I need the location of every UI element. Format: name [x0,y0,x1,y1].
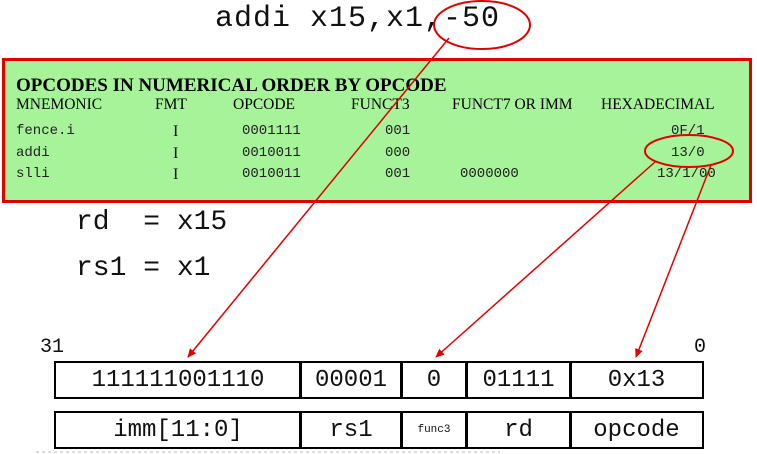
table-title: OPCODES IN NUMERICAL ORDER BY OPCODE [16,75,447,96]
header-opcode: OPCODE [233,96,296,113]
table-cell-opcode: 0010011 [242,145,301,161]
table-cell-opcode: 0001111 [242,123,301,139]
rd-value-field: 01111 [465,361,572,399]
table-cell-funct3: 001 [385,123,411,139]
header-mnemonic: MNEMONIC [16,96,103,113]
rd-assignment: rd = x15 [76,207,228,238]
table-cell-hex: 13/0 [671,145,705,161]
hex-highlight-ellipse [644,134,734,168]
table-cell-funct3: 001 [385,166,411,182]
header-fmt: FMT [155,96,187,113]
table-cell-fmt: I [173,123,179,140]
rs1-value-field: 00001 [299,361,403,399]
table-cell-opcode: 0010011 [242,166,301,182]
funct3-arrow [435,161,656,358]
header-funct3: FUNCT3 [351,96,410,113]
table-cell-mnemonic: fence.i [16,123,75,139]
bit-high-label: 31 [40,336,65,359]
imm-value-field: 111111001110 [54,361,302,399]
bit-low-label: 0 [694,336,707,359]
table-cell-hex: 13/1/00 [657,166,716,182]
immediate-arrow [187,37,450,358]
opcode-label-field: opcode [569,411,704,449]
func3-value-field: 0 [400,361,468,399]
opcode-value-field: 0x13 [569,361,704,399]
imm-label-field: imm[11:0] [54,411,302,449]
instruction-text: addi x15,x1,-50 [215,2,501,36]
rs1-label-field: rs1 [299,411,403,449]
opcode-table: OPCODES IN NUMERICAL ORDER BY OPCODE MNE… [2,58,752,203]
table-cell-funct3: 000 [385,145,411,161]
table-cell-fmt: I [173,145,179,162]
header-hex: HEXADECIMAL [601,96,715,113]
immediate-highlight-ellipse [433,0,531,50]
opcode-arrow [635,164,712,358]
table-cell-fmt: I [173,166,179,183]
table-cell-mnemonic: addi [16,145,50,161]
rd-label-field: rd [465,411,572,449]
rs1-assignment: rs1 = x1 [76,253,211,284]
table-cell-mnemonic: slli [16,166,50,182]
header-funct7: FUNCT7 OR IMM [452,96,573,113]
func3-label-field: func3 [400,411,468,449]
table-cell-funct7: 0000000 [460,166,519,182]
